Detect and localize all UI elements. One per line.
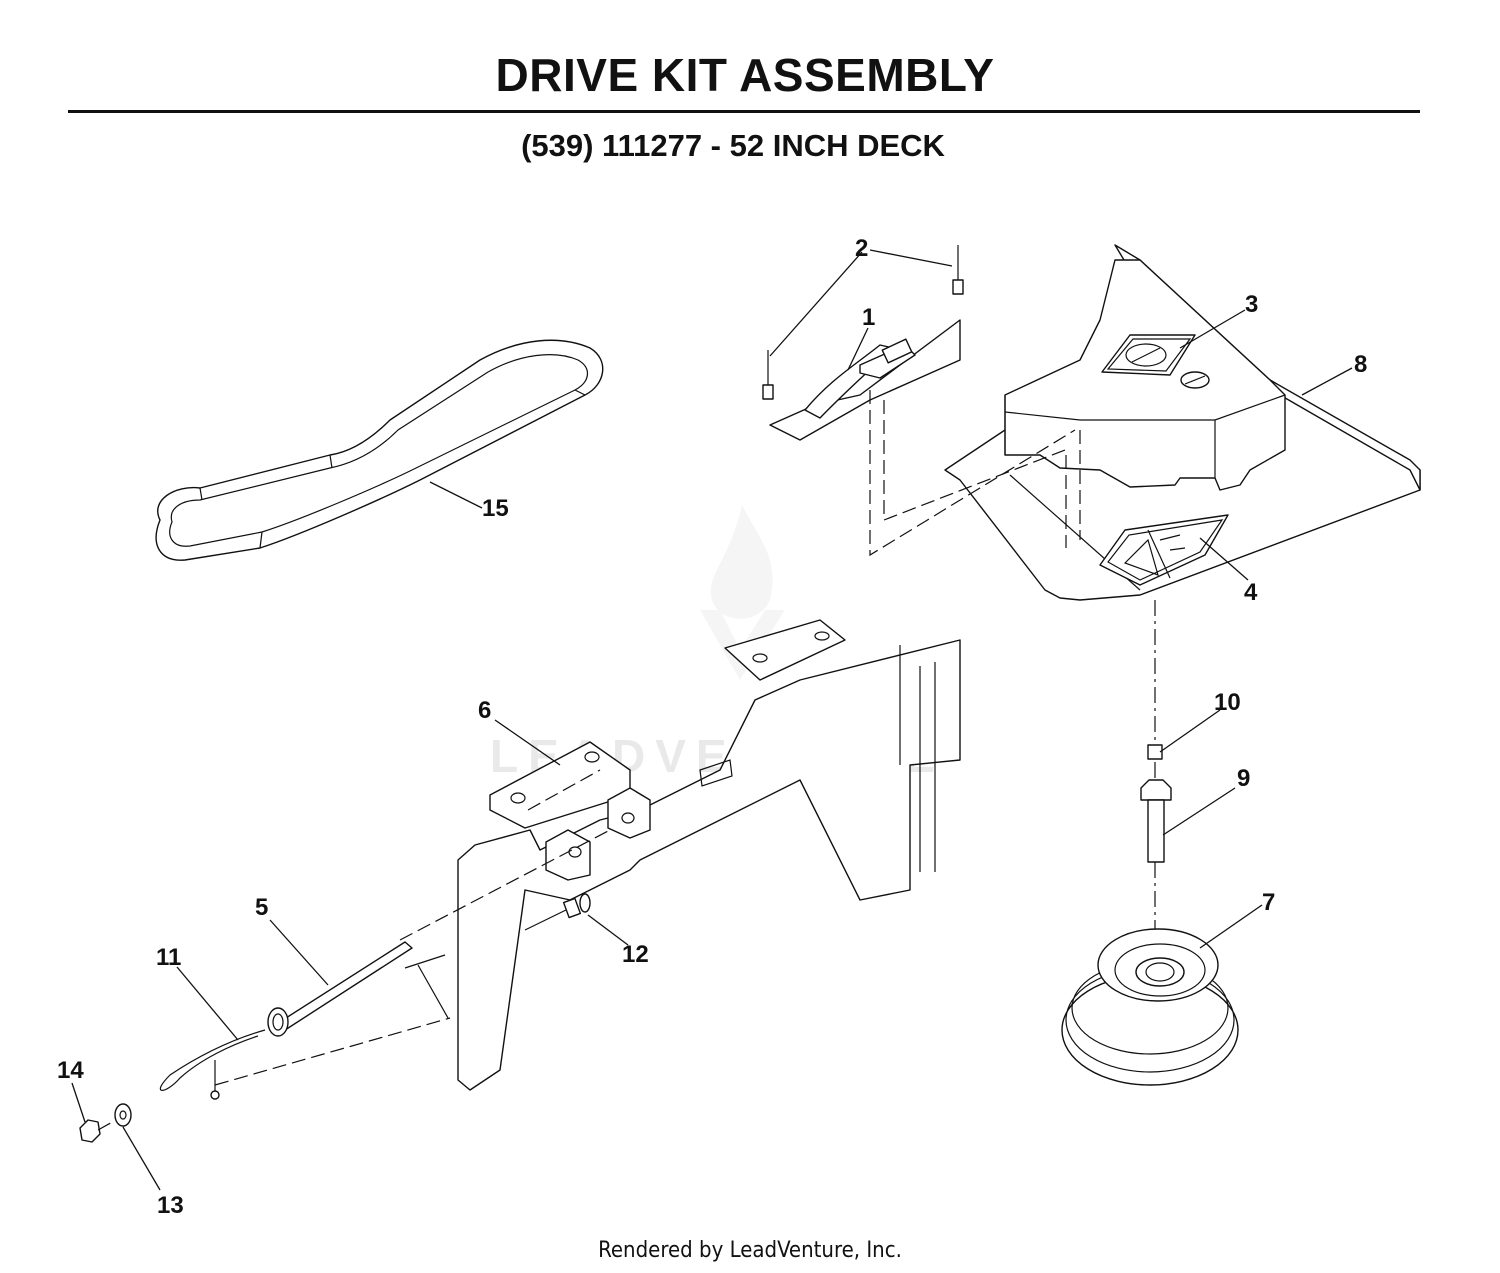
part-flange-nut [79,1119,101,1143]
part-rivet-left [762,350,774,400]
callout-8: 8 [1354,351,1367,378]
part-pin [267,941,413,1037]
callout-1: 1 [862,304,875,331]
callout-12: 12 [622,941,649,968]
callout-6: 6 [478,697,491,724]
callout-10: 10 [1214,689,1241,716]
part-decal-warning [1099,514,1229,586]
part-lanyard [159,1029,266,1100]
callout-2: 2 [855,235,868,262]
part-pulley [1061,928,1239,1086]
footer-credit: Rendered by LeadVenture, Inc. [598,1238,902,1263]
part-decal-top [1101,334,1210,389]
part-latch [769,319,961,441]
callout-15: 15 [482,495,509,522]
part-set-screw [1147,744,1163,760]
page-title: DRIVE KIT ASSEMBLY [495,49,995,101]
callout-5: 5 [255,894,268,921]
title-rule [68,110,1420,113]
part-frame-bracket [457,619,961,1091]
callout-13: 13 [157,1192,184,1219]
callout-14: 14 [57,1057,84,1084]
watermark-logo [700,505,785,680]
part-carriage-bolt [524,893,591,931]
callout-3: 3 [1245,291,1258,318]
part-shield-plate [944,244,1421,601]
part-belt [155,339,604,561]
part-rivet-right [952,245,964,295]
part-washer [114,1103,132,1127]
callout-4: 4 [1244,579,1258,606]
callout-9: 9 [1237,765,1250,792]
leader-lines [71,249,1353,1191]
callout-11: 11 [156,944,181,971]
page-subtitle: (539) 111277 - 52 INCH DECK [521,128,945,163]
callout-7: 7 [1262,889,1275,916]
part-shoulder-bolt [1140,779,1172,863]
